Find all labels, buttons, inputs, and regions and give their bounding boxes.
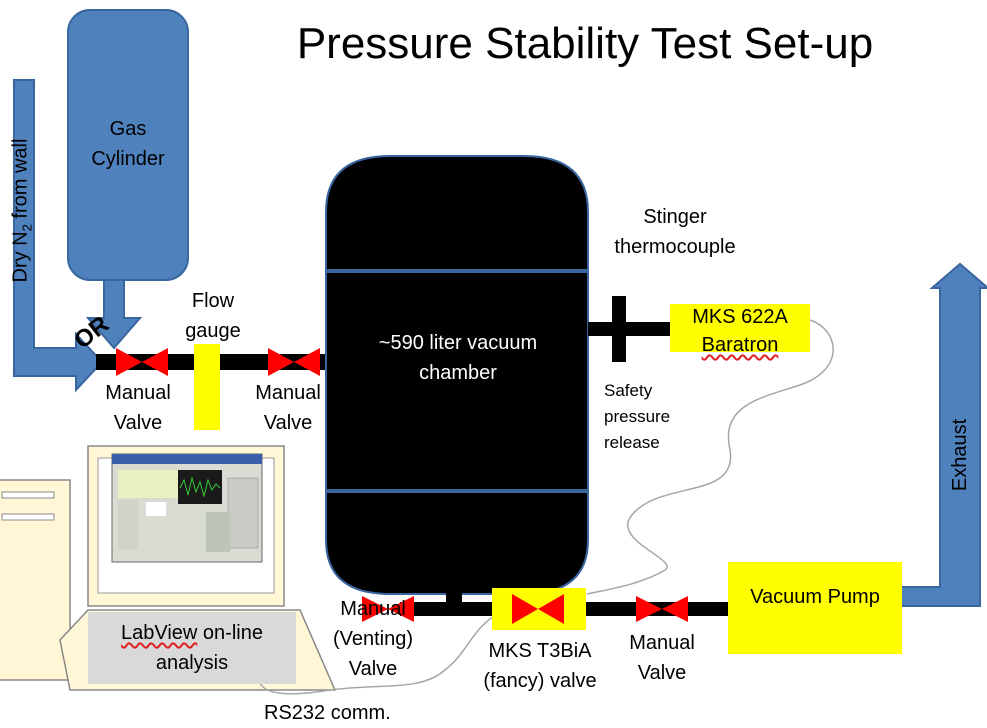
manual-valve-right-label-line1: Manual bbox=[629, 632, 695, 654]
cylinder-arrow-icon bbox=[85, 279, 143, 350]
baratron-label-text: Baratron bbox=[701, 334, 779, 356]
rs232-cable bbox=[257, 611, 501, 695]
labview-label-line1: LabView on-line bbox=[88, 618, 296, 648]
chamber-body bbox=[325, 271, 589, 491]
manual-valve-right-label-line2: Valve bbox=[637, 662, 687, 684]
stinger-label-line1: Stinger bbox=[643, 206, 707, 228]
chamber-label-line1: ~590 liter vacuum bbox=[378, 332, 538, 354]
exhaust-label: Exhaust bbox=[949, 418, 971, 492]
labview-label-box bbox=[88, 612, 296, 684]
manual-valve-mid-label-line1: Manual bbox=[255, 382, 321, 404]
baratron-cable bbox=[586, 319, 834, 595]
dry-n2-subscript: 2 bbox=[19, 224, 35, 232]
gas-cylinder-label-line1: Gas bbox=[109, 118, 147, 140]
dry-n2-prefix: Dry N bbox=[9, 231, 32, 283]
vacuum-pump-label: Vacuum Pump bbox=[750, 586, 880, 608]
baratron-box bbox=[670, 304, 810, 352]
stinger-pipe bbox=[588, 322, 670, 336]
diagram-title: Pressure Stability Test Set-up bbox=[296, 19, 874, 68]
venting-valve-label-line2: (Venting) bbox=[332, 628, 414, 650]
computer-tower bbox=[0, 479, 71, 681]
exhaust-arrow-icon bbox=[891, 262, 987, 607]
wall-n2-arrow-icon bbox=[13, 79, 104, 393]
manual-valve-left-icon bbox=[116, 348, 168, 376]
flow-gauge-label-line1: Flow bbox=[191, 290, 235, 312]
manual-valve-right-icon bbox=[636, 596, 688, 622]
dry-n2-suffix: from wall bbox=[9, 138, 32, 225]
t3bia-label-line1: MKS T3BiA bbox=[488, 640, 592, 662]
safety-label-line2: pressure bbox=[604, 407, 671, 426]
labview-screen-icon bbox=[111, 453, 263, 563]
manual-valve-mid-icon bbox=[268, 348, 320, 376]
labview-label-line2: analysis bbox=[155, 652, 229, 674]
labview-word: LabView bbox=[121, 622, 198, 644]
venting-valve-icon bbox=[362, 596, 414, 622]
rs232-label: RS232 comm. bbox=[264, 702, 391, 724]
baratron-label-line2: Baratron bbox=[670, 330, 810, 360]
chamber-top-dome bbox=[325, 155, 589, 271]
manual-valve-left-label-line1: Manual bbox=[105, 382, 171, 404]
chamber-label-line2: chamber bbox=[419, 362, 497, 384]
dry-n2-label: Dry N2 from wall bbox=[6, 101, 43, 321]
gas-cylinder-icon bbox=[67, 9, 189, 281]
safety-label-line3: release bbox=[604, 433, 660, 452]
drive-bay-icon bbox=[1, 491, 55, 499]
stinger-label-line2: thermocouple bbox=[614, 236, 736, 258]
t3bia-label-line2: (fancy) valve bbox=[483, 670, 597, 692]
venting-valve-label-line1: Manual bbox=[340, 598, 406, 620]
t3bia-valve-icon bbox=[512, 594, 564, 624]
drive-bay-icon bbox=[1, 513, 55, 521]
labview-online: on-line bbox=[197, 622, 263, 644]
safety-cross-pipe bbox=[612, 296, 626, 362]
manual-valve-mid-label-line2: Valve bbox=[263, 412, 313, 434]
gas-cylinder-label-line2: Cylinder bbox=[91, 148, 165, 170]
vacuum-pump-box bbox=[728, 562, 902, 654]
manual-valve-left-label-line2: Valve bbox=[113, 412, 163, 434]
baratron-label-line1: MKS 622A bbox=[692, 306, 788, 328]
safety-label-line1: Safety bbox=[604, 381, 653, 400]
flow-gauge-label-line2: gauge bbox=[185, 320, 241, 342]
flow-gauge-icon bbox=[194, 344, 220, 430]
venting-valve-label-line3: Valve bbox=[348, 658, 398, 680]
